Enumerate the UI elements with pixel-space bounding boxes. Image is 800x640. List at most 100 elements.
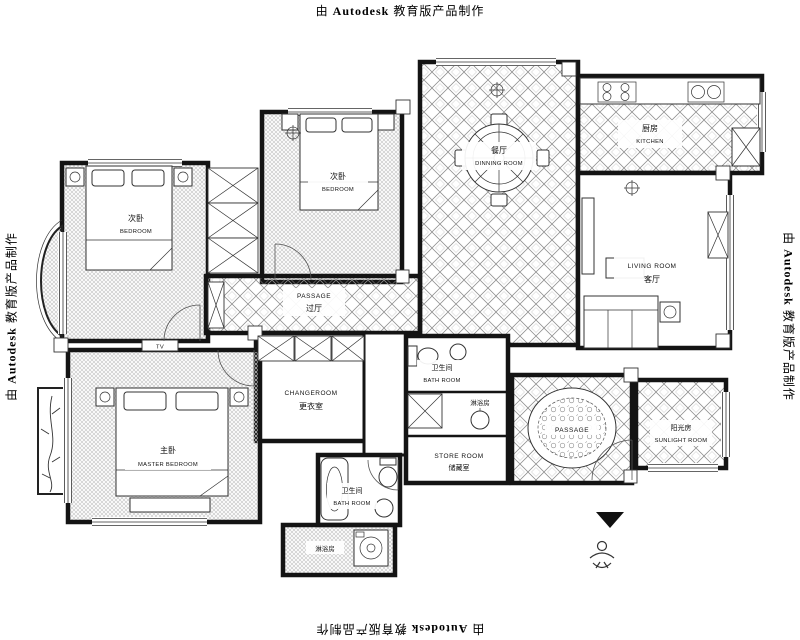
svg-text:BEDROOM: BEDROOM (120, 229, 152, 235)
room-hallway (362, 331, 410, 457)
svg-text:LIVING ROOM: LIVING ROOM (628, 263, 677, 270)
svg-text:CHANGEROOM: CHANGEROOM (284, 390, 337, 397)
window-sunroom-bottom (648, 463, 718, 472)
svg-text:卫生间: 卫生间 (342, 486, 363, 495)
svg-text:餐厅: 餐厅 (491, 146, 507, 155)
bed-bench (129, 497, 211, 513)
ceiling-light-symbols (285, 82, 640, 196)
fridge-icon (731, 127, 761, 167)
room-labels: 次卧 BEDROOM 次卧 BEDROOM 餐厅 DINNING ROOM 厨房… (106, 120, 712, 554)
service-partitions (406, 390, 508, 438)
svg-text:KITCHEN: KITCHEN (636, 139, 664, 145)
toilet-icon (379, 457, 397, 466)
svg-text:MASTER BEDROOM: MASTER BEDROOM (138, 462, 198, 468)
svg-text:淋浴房: 淋浴房 (315, 544, 335, 553)
washing-machine-icon (353, 529, 389, 567)
entry-symbols (589, 512, 624, 569)
room-laundry (280, 522, 398, 578)
room-label-sunroom: 阳光房 SUNLIGHT ROOM (650, 420, 712, 446)
window-balcony-door (58, 232, 67, 334)
svg-text:BATH ROOM: BATH ROOM (333, 501, 370, 507)
room-label-master: 主卧 MASTER BEDROOM (125, 442, 211, 470)
living-furniture (581, 197, 729, 349)
windows (58, 57, 766, 526)
light-icon (489, 82, 505, 98)
watermark-bottom: 由 Autodesk 教育版产品制作 (315, 622, 485, 636)
shower-stall-icon (407, 393, 443, 429)
entry-arrow-icon (596, 512, 624, 528)
room-label-living: LIVING ROOM 客厅 (614, 257, 690, 287)
watermark-suffix: 教育版产品制作 (389, 4, 485, 18)
basin-icon (374, 498, 394, 518)
svg-text:PASSAGE: PASSAGE (555, 427, 589, 434)
room-label-bedroom-a: 次卧 BEDROOM (106, 210, 166, 238)
kitchen-counter (579, 77, 761, 167)
svg-text:PASSAGE: PASSAGE (297, 293, 331, 300)
svg-text:淋浴房: 淋浴房 (470, 398, 490, 407)
watermark-top: 由 Autodesk 教育版产品制作 (0, 2, 800, 19)
pedestal-basin-icon (470, 410, 490, 430)
column-icon (623, 469, 638, 484)
svg-text:STORE ROOM: STORE ROOM (434, 453, 483, 460)
room-label-bath-top: 卫生间 BATH ROOM (417, 360, 467, 386)
room-label-bath-bottom: 卫生间 BATH ROOM (327, 483, 377, 509)
svg-text:次卧: 次卧 (128, 213, 144, 223)
svg-text:更衣室: 更衣室 (299, 401, 323, 411)
balcony-outer-line (36, 219, 63, 343)
columns (53, 61, 731, 484)
window-sunroom-right (721, 392, 730, 457)
svg-text:客厅: 客厅 (644, 274, 660, 284)
svg-text:次卧: 次卧 (330, 171, 346, 181)
tv-cabinet (581, 197, 595, 275)
window-master-bottom (92, 517, 207, 526)
room-label-laundry: 淋浴房 (306, 541, 344, 554)
watermark-right: 由 Autodesk 教育版产品制作 (781, 232, 796, 401)
shoe-cabinet (207, 281, 225, 329)
master-tv: TV (141, 339, 179, 352)
room-label-passage-top: PASSAGE 过厅 (283, 288, 345, 316)
watermark-prefix: 由 (315, 4, 333, 18)
room-label-store: STORE ROOM 储藏室 (428, 448, 490, 474)
window-dining-top (436, 57, 556, 66)
window-master-left (63, 378, 72, 503)
svg-text:BATH ROOM: BATH ROOM (423, 378, 460, 384)
room-label-changeroom: CHANGEROOM 更衣室 (274, 384, 348, 414)
column-icon (395, 99, 411, 115)
room-label-kitchen: 厨房 KITCHEN (618, 120, 682, 148)
toilet-icon (407, 345, 418, 367)
sofa-icon (583, 295, 659, 349)
svg-text:阳光房: 阳光房 (671, 423, 692, 432)
door-swings (163, 243, 633, 491)
basin-icon (449, 343, 467, 361)
svg-text:BEDROOM: BEDROOM (322, 187, 354, 193)
column-icon (715, 333, 731, 349)
column-icon (715, 165, 731, 181)
light-icon (624, 180, 640, 196)
svg-text:过厅: 过厅 (306, 303, 322, 313)
wardrobe-bedroom-a (207, 167, 259, 274)
watermark-left: 由 Autodesk 教育版产品制作 (4, 232, 19, 401)
room-label-bedroom-b: 次卧 BEDROOM (308, 168, 368, 196)
column-icon (395, 269, 410, 284)
column-icon (623, 367, 639, 383)
side-table (659, 301, 681, 323)
svg-text:储藏室: 储藏室 (449, 463, 470, 472)
svg-text:主卧: 主卧 (160, 445, 176, 455)
light-icon (285, 125, 301, 141)
watermark-brand: Autodesk (332, 4, 390, 18)
svg-text:DINNING ROOM: DINNING ROOM (475, 161, 523, 167)
column-icon (53, 337, 69, 353)
changeroom-wardrobes (257, 335, 365, 362)
column-icon (561, 61, 577, 77)
branch-icon (40, 407, 61, 479)
svg-text:SUNLIGHT ROOM: SUNLIGHT ROOM (655, 438, 708, 444)
room-label-shower-top: 淋浴房 (462, 396, 498, 408)
tv-label: TV (156, 345, 164, 351)
room-label-passage-bottom: PASSAGE (545, 423, 599, 435)
svg-text:厨房: 厨房 (642, 123, 658, 133)
svg-text:卫生间: 卫生间 (432, 363, 453, 372)
room-label-dining: 餐厅 DINNING ROOM (462, 142, 536, 170)
person-figure-icon (589, 540, 615, 569)
